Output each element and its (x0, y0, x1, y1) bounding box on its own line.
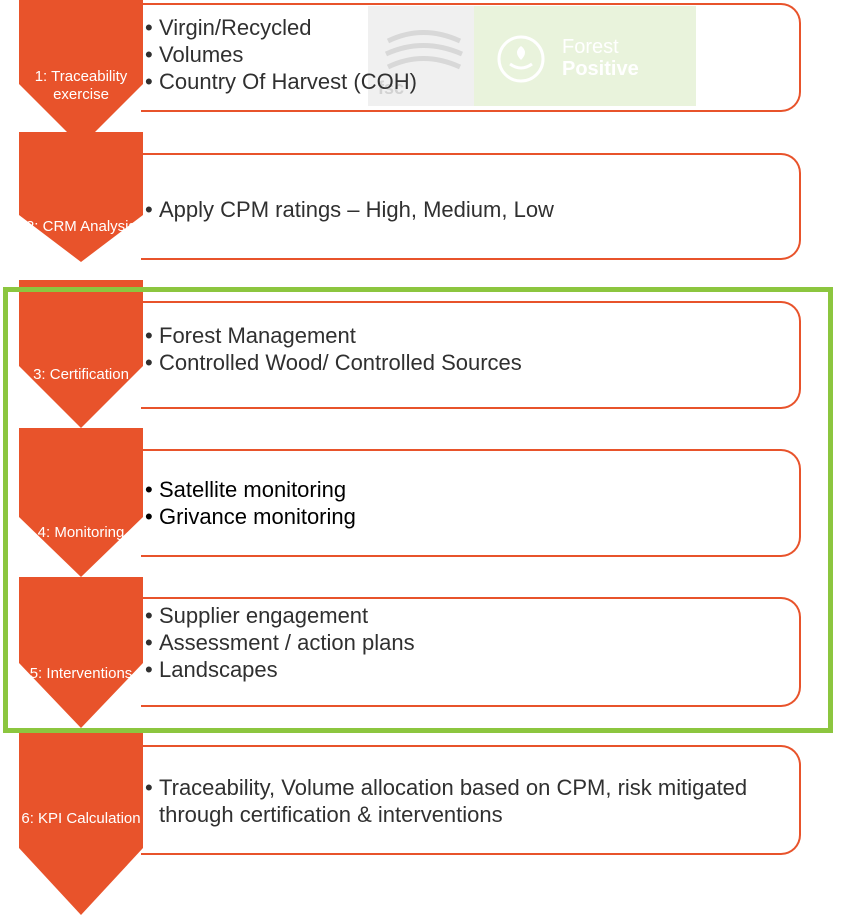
bullet-item: Satellite monitoring (141, 476, 799, 503)
bullet-item: Grivance monitoring (141, 503, 799, 530)
step-4-chevron (19, 428, 143, 577)
step-6-bullet-list: Traceability, Volume allocation based on… (141, 747, 799, 828)
bullet-item: Forest Management (141, 322, 799, 349)
highlight-frame (3, 287, 833, 733)
step-2-chevron (19, 132, 143, 262)
step-2-content-box: Apply CPM ratings – High, Medium, Low (141, 153, 801, 260)
step-3-chevron (19, 280, 143, 428)
step-5-content-box: Supplier engagement Assessment / action … (141, 597, 801, 707)
step-5-label: 5: Interventions (29, 665, 133, 682)
step-1-content-box: Virgin/Recycled Volumes Country Of Harve… (141, 3, 801, 112)
step-4-content-box: Satellite monitoring Grivance monitoring (141, 449, 801, 557)
step-1-label: 1: Traceability exercise (34, 68, 128, 103)
bullet-item: Country Of Harvest (COH) (141, 68, 799, 95)
step-3-bullet-list: Forest Management Controlled Wood/ Contr… (141, 303, 799, 376)
step-1-bullet-list: Virgin/Recycled Volumes Country Of Harve… (141, 5, 799, 95)
step-3-content-box: Forest Management Controlled Wood/ Contr… (141, 301, 801, 409)
bullet-item: Volumes (141, 41, 799, 68)
step-2-bullet-list: Apply CPM ratings – High, Medium, Low (141, 155, 799, 223)
bullet-item: Landscapes (141, 656, 799, 683)
step-2-label: 2: CRM Analysis (25, 218, 137, 235)
bullet-item: Apply CPM ratings – High, Medium, Low (141, 196, 799, 223)
step-1-chevron (19, 0, 143, 146)
bullet-item: Supplier engagement (141, 602, 799, 629)
step-6-label: 6: KPI Calculation (21, 810, 141, 827)
bullet-item: Controlled Wood/ Controlled Sources (141, 349, 799, 376)
bullet-item: Traceability, Volume allocation based on… (141, 774, 779, 828)
step-5-chevron (19, 577, 143, 728)
bullet-item: Virgin/Recycled (141, 14, 799, 41)
step-6-chevron (19, 728, 143, 915)
step-6-content-box: Traceability, Volume allocation based on… (141, 745, 801, 855)
step-5-bullet-list: Supplier engagement Assessment / action … (141, 599, 799, 683)
step-4-bullet-list: Satellite monitoring Grivance monitoring (141, 451, 799, 530)
bullet-item: Assessment / action plans (141, 629, 799, 656)
step-3-label: 3: Certification (33, 366, 129, 383)
step-4-label: 4: Monitoring (37, 524, 125, 541)
